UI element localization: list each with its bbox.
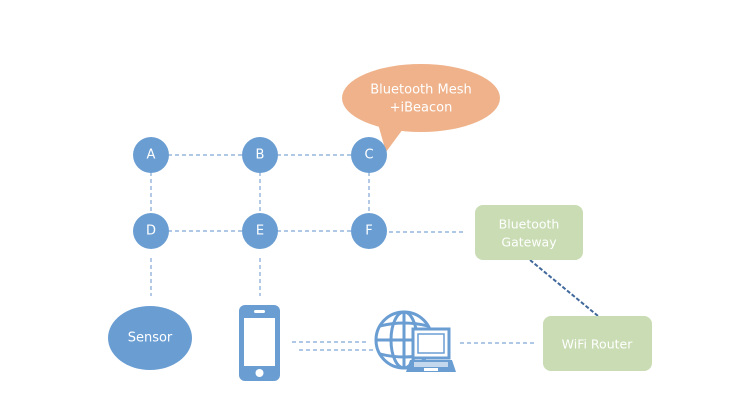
mesh-links (150, 154, 599, 351)
sensor-label: Sensor (128, 331, 173, 346)
mesh-node-c[interactable]: C (351, 137, 387, 173)
mesh-node-f[interactable]: F (351, 213, 387, 249)
wifi-router[interactable]: WiFi Router (543, 316, 652, 371)
callout-bubble: Bluetooth Mesh +iBeacon (342, 64, 500, 152)
callout-line2: +iBeacon (390, 101, 453, 116)
sensor-node[interactable]: Sensor (108, 306, 192, 370)
router-label: WiFi Router (562, 337, 634, 352)
bluetooth-gateway[interactable]: Bluetooth Gateway (475, 205, 583, 260)
callout-ellipse (342, 64, 500, 132)
node-label: B (256, 148, 265, 163)
callout-line1: Bluetooth Mesh (370, 83, 471, 98)
mesh-node-e[interactable]: E (242, 213, 278, 249)
smartphone-icon (239, 305, 280, 381)
node-label: D (146, 224, 156, 239)
gateway-line2: Gateway (501, 235, 557, 250)
link-gateway-router (529, 259, 599, 317)
gateway-line1: Bluetooth (499, 217, 560, 232)
node-label: A (147, 148, 156, 163)
mesh-node-b[interactable]: B (242, 137, 278, 173)
globe-laptop-icon (374, 310, 456, 372)
mesh-node-d[interactable]: D (133, 213, 169, 249)
mesh-node-a[interactable]: A (133, 137, 169, 173)
node-label: F (365, 224, 372, 239)
callout-tail (378, 124, 403, 152)
node-label: C (364, 148, 373, 163)
node-label: E (256, 224, 264, 239)
